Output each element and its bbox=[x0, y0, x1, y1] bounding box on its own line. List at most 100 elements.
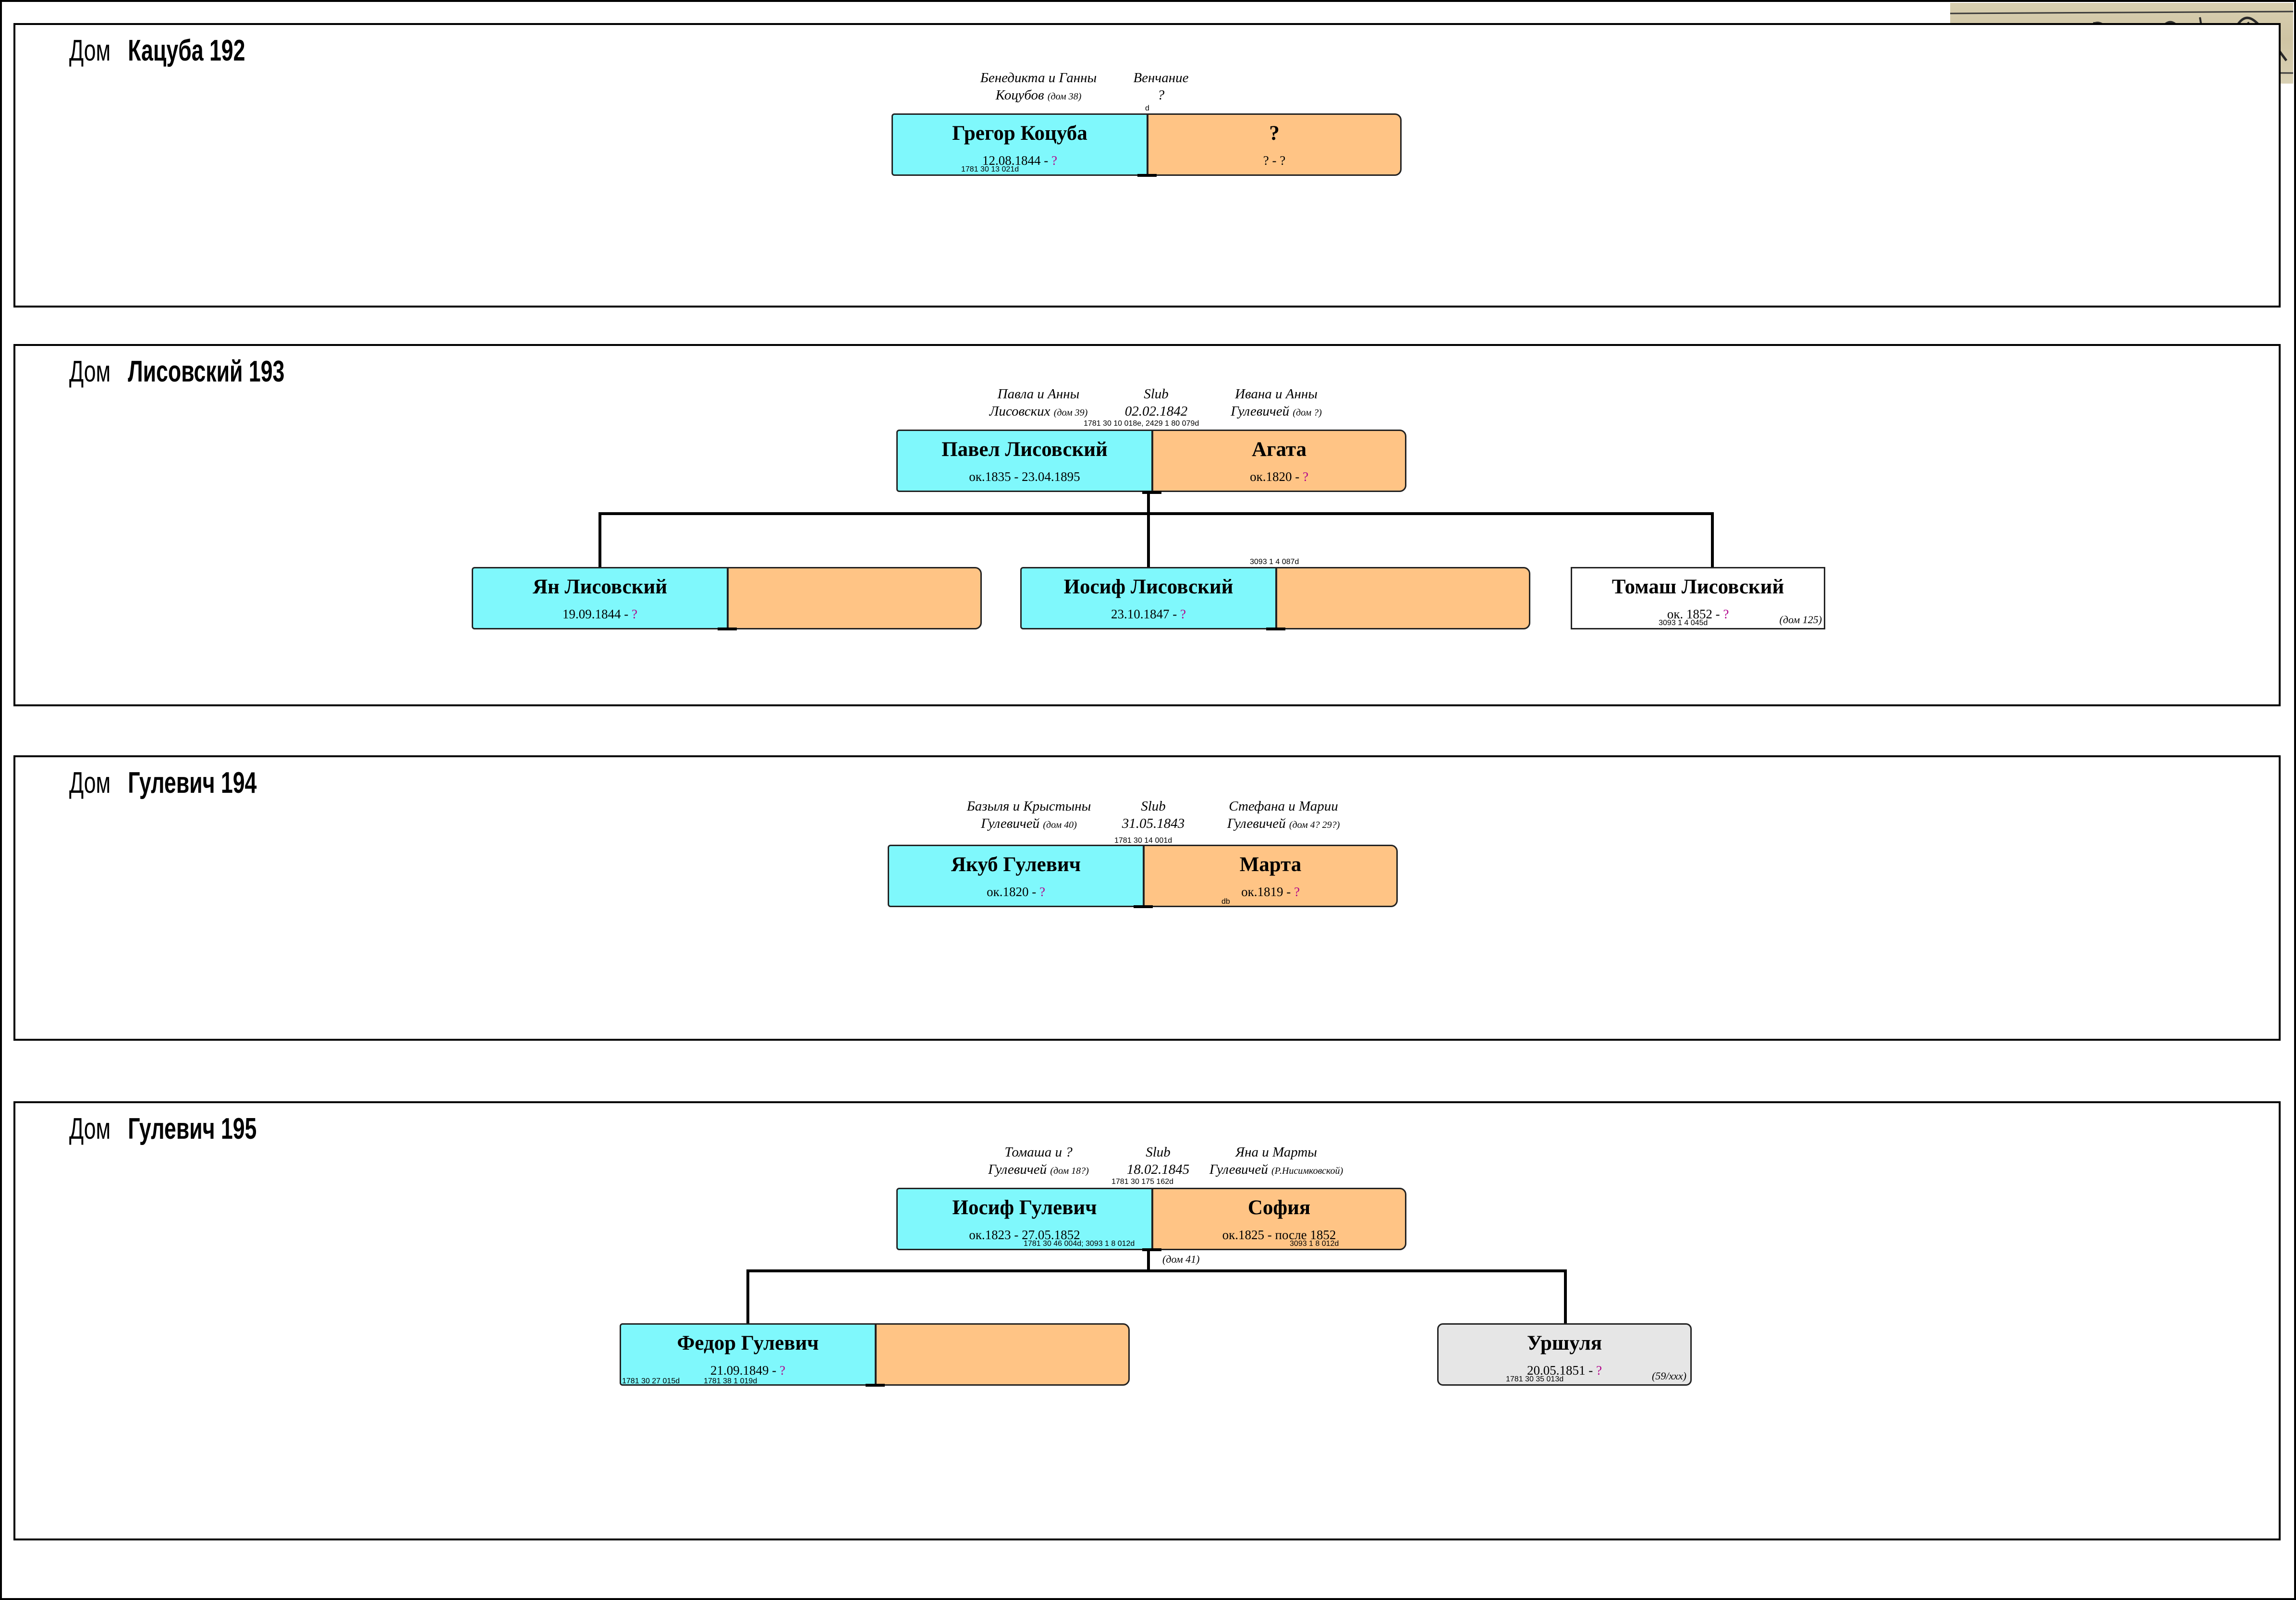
person-card-child[interactable]: Ян Лисовский 19.09.1844 - ? bbox=[472, 567, 728, 629]
person-card-wife[interactable]: София ок.1825 - после 1852 3093 1 8 012d bbox=[1152, 1188, 1406, 1250]
record-ref: 1781 30 46 004d; 3093 1 8 012d bbox=[1024, 1240, 1135, 1248]
record-ref: db bbox=[1221, 898, 1230, 906]
person-dates: 23.10.1847 - ? bbox=[1111, 607, 1186, 621]
person-card-husband[interactable]: Иосиф Гулевич ок.1823 - 27.05.1852 1781 … bbox=[896, 1188, 1153, 1250]
person-dates: ок.1825 - после 1852 bbox=[1222, 1228, 1336, 1242]
family-connector bbox=[1266, 628, 1285, 630]
family-house-note: (дом 41) bbox=[1162, 1253, 1200, 1265]
house-label: Дом bbox=[69, 1112, 111, 1145]
house-section-194: Дом Гулевич 194 Базыля и Крыстыны Гулевич… bbox=[13, 755, 2281, 1041]
person-card-child[interactable]: Федор Гулевич 21.09.1849 - ? 1781 30 27 … bbox=[620, 1323, 876, 1386]
family-connector bbox=[1134, 905, 1153, 908]
house-name: Гулевич 194 bbox=[128, 766, 257, 800]
record-ref: 1781 38 1 019d bbox=[704, 1377, 757, 1385]
family-connector bbox=[1142, 1248, 1161, 1251]
parents-left-note: Томаша и ? Гулевичей (дом 18?) bbox=[988, 1145, 1089, 1177]
person-card-child[interactable]: Иосиф Лисовский 23.10.1847 - ? bbox=[1020, 567, 1277, 629]
person-name: София bbox=[1247, 1196, 1311, 1219]
house-section-192: Дом Кацуба 192 Бенедикта и Ганны Коцубов … bbox=[13, 23, 2281, 308]
person-dates: 21.09.1849 - ? bbox=[710, 1363, 785, 1378]
person-card-child[interactable]: Томаш Лисовский ок. 1852 - ? 3093 1 4 04… bbox=[1571, 567, 1825, 629]
person-dates: ок.1823 - 27.05.1852 bbox=[969, 1228, 1080, 1242]
person-dates: 12.08.1844 - ? bbox=[982, 153, 1057, 168]
marriage-ref: d bbox=[1145, 104, 1149, 112]
house-ref: (дом 125) bbox=[1779, 614, 1822, 626]
person-dates: ок.1819 - ? bbox=[1241, 885, 1300, 899]
person-name: Грегор Коцуба bbox=[952, 122, 1087, 145]
person-card-spouse[interactable] bbox=[1276, 567, 1530, 629]
record-ref: 3093 1 4 045d bbox=[1659, 619, 1708, 627]
house-title: Дом Кацуба 192 bbox=[69, 34, 245, 68]
person-card-spouse[interactable] bbox=[875, 1323, 1130, 1386]
person-dates: ? - ? bbox=[1263, 153, 1286, 168]
person-card-spouse[interactable] bbox=[727, 567, 982, 629]
person-dates: 20.05.1851 - ? bbox=[1527, 1363, 1602, 1378]
person-name: Марта bbox=[1239, 853, 1302, 876]
house-ref: (59/ххх) bbox=[1651, 1370, 1686, 1382]
descent-line bbox=[1147, 491, 1150, 514]
person-dates: 19.09.1844 - ? bbox=[562, 607, 637, 621]
parents-left-note: Бенедикта и Ганны Коцубов (дом 38) bbox=[980, 70, 1097, 103]
person-name: Уршуля bbox=[1527, 1332, 1602, 1354]
house-label: Дом bbox=[69, 355, 111, 388]
person-name: Якуб Гулевич bbox=[951, 853, 1081, 876]
family-connector bbox=[718, 628, 737, 630]
marriage-note: Slub 31.05.1843 bbox=[1122, 799, 1185, 831]
record-ref: 1781 30 35 013d bbox=[1506, 1375, 1564, 1383]
house-section-193: Дом Лисовский 193 Павла и Анны Лисовских … bbox=[13, 344, 2281, 706]
marriage-ref: 1781 30 10 018e, 2429 1 80 079d bbox=[1084, 419, 1199, 428]
person-name: Павел Лисовский bbox=[941, 438, 1108, 461]
child-drop-line bbox=[1147, 512, 1150, 568]
house-label: Дом bbox=[69, 34, 111, 67]
house-title: Дом Гулевич 195 bbox=[69, 1112, 256, 1146]
person-card-husband[interactable]: Якуб Гулевич ок.1820 - ? bbox=[888, 845, 1144, 907]
family-connector bbox=[1137, 174, 1157, 177]
parents-left-note: Павла и Анны Лисовских (дом 39) bbox=[989, 386, 1088, 419]
family-connector bbox=[1142, 491, 1161, 494]
family-connector bbox=[866, 1384, 885, 1387]
person-card-child[interactable]: Уршуля 20.05.1851 - ? 1781 30 35 013d (5… bbox=[1437, 1323, 1692, 1386]
person-dates: ок.1835 - 23.04.1895 bbox=[969, 469, 1080, 484]
house-name: Лисовский 193 bbox=[128, 355, 285, 388]
person-card-husband[interactable]: Павел Лисовский ок.1835 - 23.04.1895 bbox=[896, 430, 1153, 492]
person-name: Ян Лисовский bbox=[532, 576, 668, 598]
person-name: Иосиф Лисовский bbox=[1063, 576, 1233, 598]
marriage-ref: 1781 30 175 162d bbox=[1111, 1178, 1174, 1186]
child-drop-line bbox=[598, 512, 601, 568]
person-name: Федор Гулевич bbox=[677, 1332, 819, 1354]
child-drop-line bbox=[746, 1269, 749, 1324]
parents-right-note: Стефана и Марии Гулевичей (дом 4? 29?) bbox=[1227, 799, 1340, 831]
house-title: Дом Гулевич 194 bbox=[69, 766, 256, 800]
person-dates: ок.1820 - ? bbox=[1250, 469, 1308, 484]
children-bar bbox=[598, 512, 1714, 515]
person-card-wife[interactable]: Марта ок.1819 - ? db bbox=[1143, 845, 1398, 907]
child-drop-line bbox=[1564, 1269, 1567, 1324]
marriage-note: Slub 18.02.1845 bbox=[1126, 1145, 1190, 1177]
person-card-wife[interactable]: ? ? - ? bbox=[1147, 113, 1402, 176]
house-label: Дом bbox=[69, 766, 111, 800]
record-ref: 1781 30 27 015d bbox=[622, 1377, 680, 1385]
person-dates: ок. 1852 - ? bbox=[1667, 607, 1729, 621]
descent-line bbox=[1147, 1248, 1150, 1271]
person-name: Томаш Лисовский bbox=[1612, 576, 1784, 598]
house-section-195: Дом Гулевич 195 Томаша и ? Гулевичей (дом… bbox=[13, 1101, 2281, 1540]
parents-right-note: Яна и Марты Гулевичей (Р.Нисимковской) bbox=[1209, 1145, 1343, 1177]
record-ref: 1781 30 13 021d bbox=[961, 165, 1019, 173]
person-name: Агата bbox=[1251, 438, 1307, 461]
marriage-note: Венчание ? bbox=[1133, 70, 1189, 103]
person-card-husband[interactable]: Грегор Коцуба 12.08.1844 - ? 1781 30 13 … bbox=[892, 113, 1148, 176]
house-title: Дом Лисовский 193 bbox=[69, 355, 284, 389]
house-name: Кацуба 192 bbox=[128, 34, 245, 67]
person-dates: ок.1820 - ? bbox=[987, 885, 1045, 899]
person-name: ? bbox=[1269, 122, 1280, 145]
parents-right-note: Ивана и Анны Гулевичей (дом ?) bbox=[1231, 386, 1322, 419]
record-ref: 3093 1 8 012d bbox=[1290, 1240, 1339, 1248]
marriage-note: Slub 02.02.1842 bbox=[1124, 386, 1188, 419]
person-card-wife[interactable]: Агата ок.1820 - ? bbox=[1152, 430, 1406, 492]
record-ref: 3093 1 4 087d bbox=[1250, 558, 1299, 566]
house-name: Гулевич 195 bbox=[128, 1112, 257, 1145]
child-drop-line bbox=[1711, 512, 1714, 568]
children-bar bbox=[746, 1269, 1567, 1272]
parents-left-note: Базыля и Крыстыны Гулевичей (дом 40) bbox=[966, 799, 1091, 831]
